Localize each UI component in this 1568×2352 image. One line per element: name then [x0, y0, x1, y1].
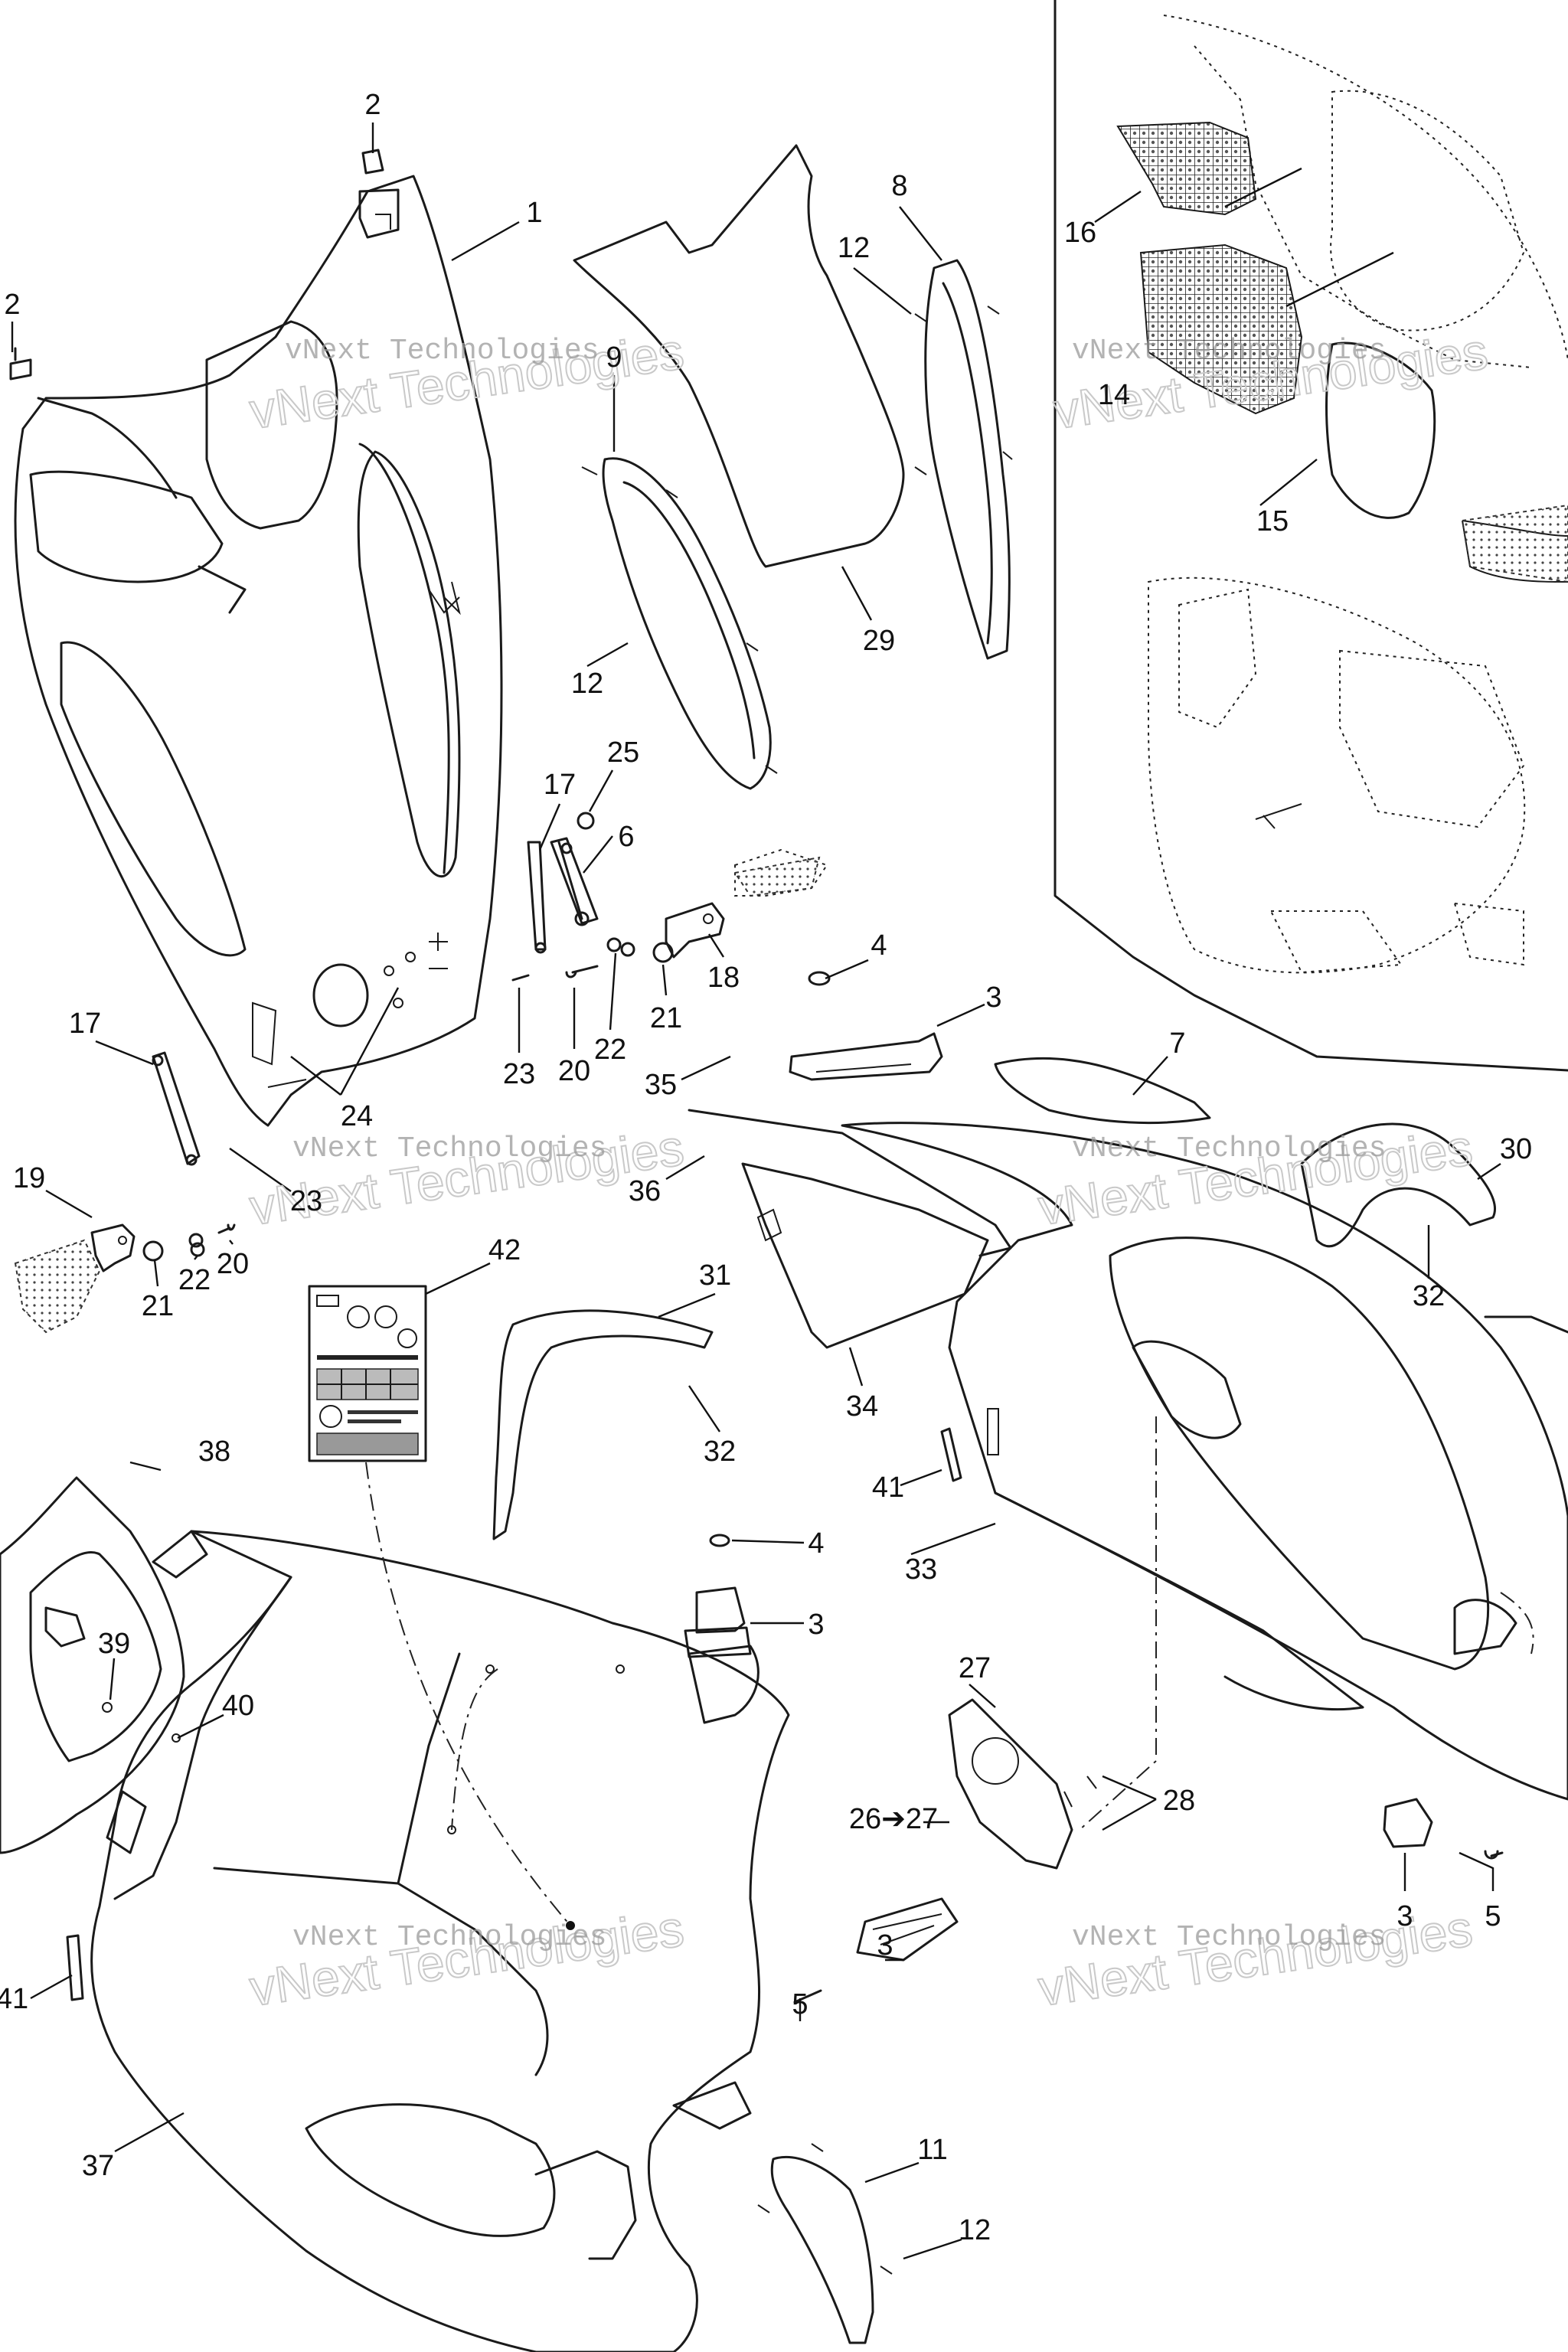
callout-14: 14	[1098, 379, 1130, 411]
callout-29: 29	[863, 625, 895, 657]
callout-12: 12	[571, 668, 603, 700]
callout-22: 22	[594, 1034, 626, 1066]
part-bracket-18	[665, 848, 828, 959]
callout-41: 41	[872, 1472, 904, 1504]
callout-16: 16	[1064, 217, 1096, 249]
part-strip-41	[66, 1427, 962, 2001]
callout-12: 12	[838, 232, 870, 264]
callout-25: 25	[607, 737, 639, 769]
callout-3: 3	[877, 1929, 893, 1962]
watermark-text: vNext Technologies	[292, 1921, 606, 1954]
callout-36: 36	[629, 1175, 661, 1207]
inset-mesh-grilles	[1116, 121, 1568, 583]
part-lower-fairing-37	[90, 1530, 790, 2352]
callout-2: 2	[364, 89, 381, 121]
callout-3: 3	[808, 1609, 824, 1641]
watermark-text: vNext Technologies	[285, 335, 599, 368]
part-cap-4	[709, 971, 831, 1547]
callout-20: 20	[558, 1055, 590, 1087]
callout-19: 19	[13, 1162, 45, 1194]
callout-5: 5	[792, 1988, 808, 2020]
callout-5: 5	[1485, 1900, 1501, 1932]
callout-2: 2	[4, 289, 20, 321]
callout-3: 3	[985, 982, 1001, 1014]
callout-41: 41	[0, 1983, 28, 2015]
callout-6: 6	[618, 821, 634, 853]
watermarks: vNext Technologies vNext Technologies vN…	[246, 322, 1492, 2017]
callout-37: 37	[82, 2150, 114, 2182]
callout-33: 33	[905, 1553, 937, 1586]
callout-3: 3	[1396, 1900, 1413, 1932]
callout-38: 38	[198, 1436, 230, 1468]
callout-4: 4	[808, 1527, 824, 1560]
callout-1: 1	[526, 197, 542, 229]
callout-21: 21	[650, 1002, 682, 1034]
callout-22: 22	[178, 1264, 211, 1296]
part-screw-5	[793, 1850, 1504, 2004]
part-vent-trim-8	[914, 259, 1013, 660]
callout-39: 39	[98, 1628, 130, 1660]
watermark-text: vNext Technologies	[1072, 335, 1386, 368]
part-bracket-6	[152, 837, 599, 1166]
part-pad-29	[573, 144, 905, 568]
leader-lines	[11, 122, 1534, 2260]
hardware-washers	[142, 812, 674, 1262]
callout-40: 40	[222, 1690, 254, 1722]
part-hood	[14, 175, 503, 1127]
part-moulding-31	[492, 1309, 714, 1540]
part-label-42	[308, 1285, 427, 1462]
callout-31: 31	[699, 1259, 731, 1292]
callout-30: 30	[1500, 1133, 1532, 1165]
part-inner-panel-38	[0, 1476, 185, 1854]
part-trim-30	[1300, 1122, 1497, 1248]
callout-9: 9	[606, 341, 622, 374]
callout-labels: 1223333445567891112121214151617171819202…	[0, 89, 1532, 2246]
callout-23: 23	[503, 1058, 535, 1090]
callout-7: 7	[1169, 1027, 1185, 1060]
callout-20: 20	[217, 1248, 249, 1280]
watermark-text: vNext Technologies	[1072, 1132, 1386, 1165]
part-trim-11	[757, 2143, 893, 2344]
callout-35: 35	[645, 1069, 677, 1101]
callout-23: 23	[290, 1185, 322, 1217]
callout-17: 17	[544, 769, 576, 801]
callout-21: 21	[142, 1290, 174, 1322]
part-trim-7	[994, 1057, 1211, 1125]
callout-34: 34	[846, 1390, 878, 1423]
callout-27: 27	[959, 1652, 991, 1684]
callout-4: 4	[871, 929, 887, 962]
callout-18: 18	[707, 962, 740, 994]
callout-12: 12	[959, 2214, 991, 2246]
callout-24: 24	[341, 1100, 373, 1132]
part-cover-27	[948, 1698, 1097, 1870]
watermark-text: vNext Technologies	[1072, 1921, 1386, 1954]
callout-8: 8	[891, 170, 907, 202]
callout-32: 32	[1413, 1280, 1445, 1312]
callout-42: 42	[488, 1234, 521, 1266]
callout-26-27: 26➔27	[849, 1803, 938, 1835]
watermark-text: vNext Technologies	[247, 1900, 688, 2017]
callout-32: 32	[704, 1436, 736, 1468]
callout-17: 17	[69, 1008, 101, 1040]
part-side-panel-33	[841, 1122, 1568, 1801]
callout-15: 15	[1256, 505, 1289, 537]
watermark-text: vNext Technologies	[292, 1132, 606, 1165]
part-handle-3	[684, 1032, 1433, 1962]
inset-frame	[1054, 0, 1568, 1072]
part-vent-trim-9	[581, 457, 778, 790]
part-bracket-19	[14, 1223, 136, 1334]
part-panel-34	[688, 1109, 1012, 1349]
callout-28: 28	[1163, 1785, 1195, 1817]
callout-11: 11	[917, 2134, 947, 2166]
